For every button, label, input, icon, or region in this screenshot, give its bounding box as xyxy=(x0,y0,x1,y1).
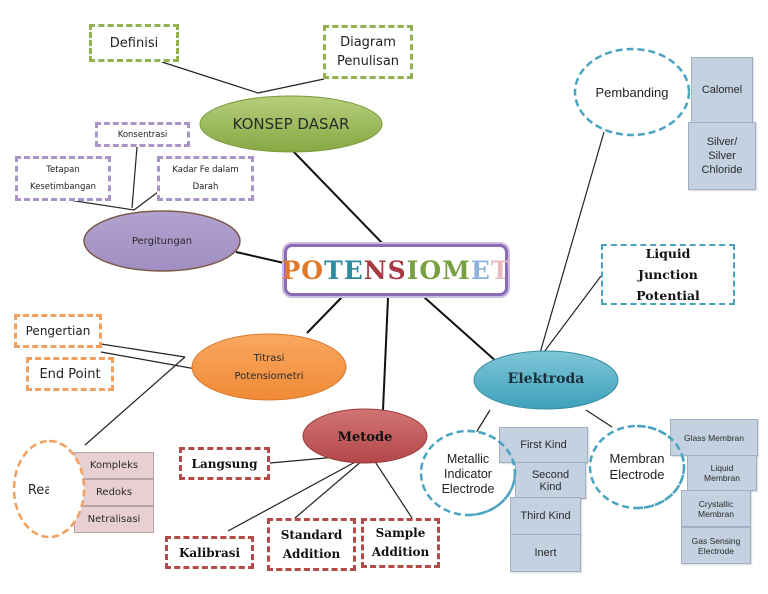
connector-konsentrasi xyxy=(131,146,138,209)
connector-standard xyxy=(294,453,371,519)
title-letter: N xyxy=(363,255,388,285)
connector-pengertian xyxy=(100,343,186,358)
titrasi-label: Titrasi Potensiometri xyxy=(192,351,346,385)
end-point-box[interactable]: End Point xyxy=(26,357,114,391)
membran-item-liquid[interactable]: Liquid Membran xyxy=(687,455,757,491)
connector-center-metode xyxy=(382,297,389,411)
pembanding-item-calomel[interactable]: Calomel xyxy=(691,57,753,123)
metallic-item-inert[interactable]: Inert xyxy=(510,534,581,572)
elektroda-node[interactable] xyxy=(473,350,619,410)
liquid-junction-box[interactable]: Liquid Junction Potential xyxy=(601,244,735,305)
konsentrasi-box[interactable]: Konsentrasi xyxy=(95,122,190,147)
title-letter: O xyxy=(301,255,325,285)
pembanding-item-label: Calomel xyxy=(701,84,743,96)
membran-item-label: Gas Sensing Electrode xyxy=(691,535,741,556)
title-letter: E xyxy=(343,255,364,285)
titrasi-label-line1: Titrasi xyxy=(253,353,285,364)
metode-node[interactable] xyxy=(302,408,428,464)
sample-addition-box[interactable]: Sample Addition xyxy=(361,518,440,568)
metallic-item-second-kind[interactable]: Second Kind xyxy=(515,462,586,499)
title-letter: E xyxy=(470,255,491,285)
kadar-fe-box[interactable]: Kadar Fe dalam Darah xyxy=(157,156,254,201)
membran-item-label: Liquid Membran xyxy=(704,463,740,483)
title-letter: I xyxy=(406,255,420,285)
title-letter: T xyxy=(490,255,511,285)
tetapan-box[interactable]: Tetapan Kesetimbangan xyxy=(15,156,111,201)
diagram-penulisan-label: Diagram Penulisan xyxy=(336,35,400,69)
pembanding-item-label: Silver/ Silver Chloride xyxy=(701,136,743,176)
reaksi-item-netralisasi[interactable]: Netralisasi xyxy=(74,506,154,533)
liquid-junction-label: Liquid Junction Potential xyxy=(636,246,700,303)
pergitungan-node[interactable] xyxy=(83,210,241,272)
connector-membran xyxy=(585,409,613,428)
connector-pembanding xyxy=(537,131,605,361)
metallic-item-third-kind[interactable]: Third Kind xyxy=(510,497,581,535)
konsep-dasar-node[interactable] xyxy=(199,95,383,153)
membran-item-crystallic[interactable]: Crystallic Membran xyxy=(681,490,751,527)
kalibrasi-box[interactable]: Kalibrasi xyxy=(165,536,254,569)
end-point-label: End Point xyxy=(39,366,101,382)
title-letter: M xyxy=(442,255,471,285)
definisi-box[interactable]: Definisi xyxy=(89,24,179,62)
connector-end-point xyxy=(100,351,197,370)
metallic-item-label: Inert xyxy=(534,547,557,559)
reaksi-item-label: Redoks xyxy=(95,487,133,498)
membran-item-label: Glass Membran xyxy=(684,432,744,443)
title-letter: S xyxy=(387,255,407,285)
connector-sample xyxy=(369,453,413,519)
langsung-label: Langsung xyxy=(191,456,258,471)
connector-center-elektroda xyxy=(423,296,499,364)
central-topic-title: POTENSIOMET xyxy=(281,256,510,285)
title-letter: P xyxy=(281,255,302,285)
pembanding-item-silver[interactable]: Silver/ Silver Chloride xyxy=(688,122,756,190)
central-topic-potensiomet[interactable]: POTENSIOMET xyxy=(281,244,510,296)
pengertian-box[interactable]: Pengertian xyxy=(14,314,102,348)
reaksi-item-label: Kompleks xyxy=(89,460,139,471)
langsung-box[interactable]: Langsung xyxy=(179,447,270,480)
reaksi-item-kompleks[interactable]: Kompleks xyxy=(74,452,154,479)
connector-center-pergitungan xyxy=(235,251,285,264)
elektroda-label: Elektroda xyxy=(507,371,585,387)
membran-item-gas-sensing[interactable]: Gas Sensing Electrode xyxy=(681,527,751,564)
connector-kadar-fe xyxy=(133,191,159,211)
metode-label: Metode xyxy=(337,429,393,445)
connector-diagram-penulisan xyxy=(257,78,325,94)
pergitungan-label: Pergitungan xyxy=(131,235,193,247)
reaksi-item-label: Netralisasi xyxy=(87,514,141,525)
konsep-dasar-label: KONSEP DASAR xyxy=(232,115,350,133)
connector-center-konsep xyxy=(291,149,384,245)
konsentrasi-label: Konsentrasi xyxy=(117,129,168,140)
connector-reaksi xyxy=(84,356,186,446)
standard-addition-box[interactable]: Standard Addition xyxy=(267,518,356,571)
membran-item-glass[interactable]: Glass Membran xyxy=(670,419,758,456)
membran-label: Membran Electrode xyxy=(609,451,665,482)
metallic-item-label: Second Kind xyxy=(531,468,570,493)
kalibrasi-label: Kalibrasi xyxy=(178,545,241,560)
standard-addition-label: Standard Addition xyxy=(280,527,343,561)
connector-tetapan xyxy=(68,199,135,211)
definisi-label: Definisi xyxy=(109,35,159,51)
reaksi-item-redoks[interactable]: Redoks xyxy=(74,479,154,506)
connector-definisi xyxy=(161,61,259,94)
title-letter: T xyxy=(324,255,344,285)
connector-center-titrasi xyxy=(306,296,343,334)
title-letter: O xyxy=(419,255,443,285)
membran-item-label: Crystallic Membran xyxy=(698,498,734,519)
titrasi-node[interactable] xyxy=(191,333,347,401)
sample-addition-label: Sample Addition xyxy=(371,526,430,559)
metallic-item-label: First Kind xyxy=(520,439,567,451)
titrasi-label-line2: Potensiometri xyxy=(234,371,304,382)
pembanding-node[interactable] xyxy=(573,47,691,137)
connector-liquid-junction xyxy=(537,275,602,361)
metallic-item-label: Third Kind xyxy=(520,510,571,522)
diagram-penulisan-box[interactable]: Diagram Penulisan xyxy=(323,25,413,79)
connector-kalibrasi xyxy=(227,453,371,532)
tetapan-label: Tetapan Kesetimbangan xyxy=(30,164,96,192)
metallic-item-first-kind[interactable]: First Kind xyxy=(499,427,588,463)
kadar-fe-label: Kadar Fe dalam Darah xyxy=(172,164,239,192)
pembanding-label: Pembanding xyxy=(595,84,669,100)
pengertian-label: Pengertian xyxy=(25,324,91,338)
